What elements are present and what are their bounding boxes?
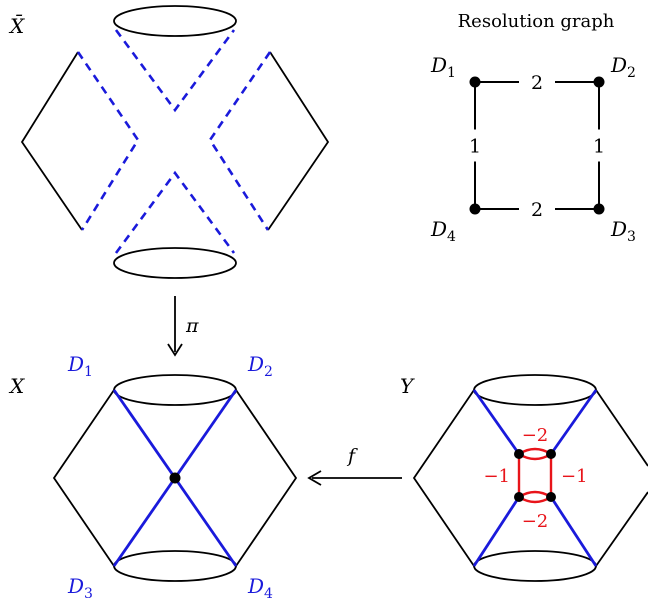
y-point-bl [514,492,524,502]
self-intersection-bottom: −2 [522,511,549,532]
graph-edge-weight: 2 [531,199,543,221]
graph-node [593,203,605,215]
top-dashed-v [114,29,236,113]
graph-node-label: D2 [610,53,636,81]
y-label: Y [400,374,415,398]
self-intersection-left: −1 [483,466,510,487]
y-bottom-ellipse [473,550,597,582]
graph-node [469,203,481,215]
x-bar-panel: X̄ [8,5,330,279]
y-panel: Y −2 −2 −1 −1 [400,374,648,582]
y-left-boundary [412,389,475,567]
y-point-tl [514,449,524,459]
x-bar-label: X̄ [8,13,25,38]
graph-node-label: D4 [430,217,456,245]
y-divisor-line-tl [472,389,521,455]
graph-node [469,76,481,88]
y-divisor-line-bl [472,496,521,567]
left-solid-boundary [20,51,83,231]
f-arrow-head [307,470,322,486]
graph-edge-weight: 2 [531,72,543,94]
graph-node-label: D3 [610,217,636,245]
graph-node [593,76,605,88]
x-left-boundary [52,389,115,567]
top-boundary-ellipse [113,5,237,37]
graph-edges: 2 2 1 1 [469,72,605,221]
right-solid-boundary [267,51,330,231]
dashed-blue-lines [76,29,272,254]
resolution-graph-title: Resolution graph [458,11,615,32]
y-point-br [546,492,556,502]
x-divisor-label: D4 [247,574,273,601]
x-divisor-label: D3 [67,574,93,601]
x-bottom-ellipse [113,550,237,582]
self-intersection-right: −1 [561,466,588,487]
x-right-boundary [235,389,298,567]
y-right-boundary-lower [595,491,648,567]
f-label: f [346,445,358,467]
x-divisor-label: D1 [67,352,93,380]
graph-edge-weight: 1 [593,136,605,158]
self-intersection-top: −2 [522,425,549,446]
right-dashed-chevron [208,51,272,231]
pi-label: π [185,315,199,337]
x-top-ellipse [113,374,237,406]
graph-node-label: D1 [430,53,456,81]
y-right-boundary-upper [595,389,648,467]
y-point-tr [546,449,556,459]
bottom-dashed-v [114,170,236,254]
bottom-boundary-ellipse [113,247,237,279]
pi-arrow: π [167,296,199,357]
graph-edge-weight: 1 [469,136,481,158]
exceptional-curves [517,447,553,504]
x-singular-point [169,472,181,484]
x-label: X [8,374,25,398]
y-top-ellipse [473,374,597,406]
y-divisor-line-tr [549,389,598,455]
f-arrow: f [307,445,402,486]
x-divisor-label: D2 [247,352,273,380]
y-divisor-line-br [549,496,598,567]
pi-arrow-head [167,343,183,357]
left-dashed-chevron [76,51,140,231]
